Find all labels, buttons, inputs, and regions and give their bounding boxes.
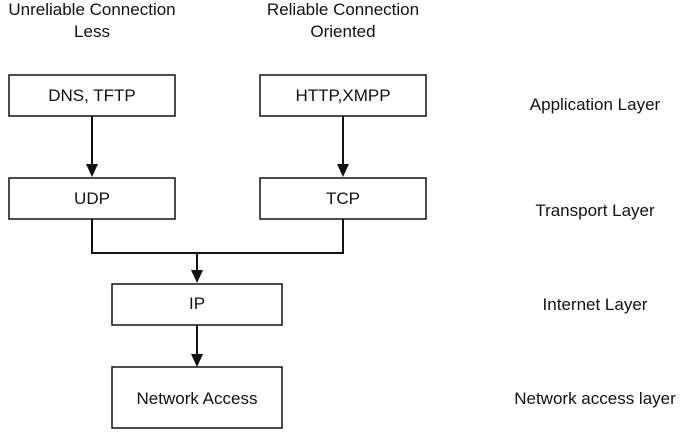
ip-box: IP — [111, 283, 283, 326]
unreliable-heading-line2: Less — [74, 22, 110, 41]
transport-to-ip-connector — [91, 219, 344, 283]
dns-tftp-box: DNS, TFTP — [8, 74, 176, 117]
network-access-layer-label: Network access layer — [514, 389, 676, 408]
network-access-box: Network Access — [111, 366, 283, 429]
internet-layer-label: Internet Layer — [543, 295, 648, 314]
http-xmpp-box: HTTP,XMPP — [259, 74, 427, 117]
ip-label: IP — [189, 294, 205, 313]
http-to-tcp-arrow — [337, 116, 349, 177]
http-xmpp-label: HTTP,XMPP — [295, 86, 390, 105]
dns-to-udp-arrow — [86, 116, 98, 177]
reliable-heading-line2: Oriented — [310, 22, 375, 41]
reliable-heading-line1: Reliable Connection — [267, 0, 419, 19]
ip-to-network-access-arrow — [191, 325, 203, 367]
dns-tftp-label: DNS, TFTP — [48, 86, 136, 105]
application-layer-label: Application Layer — [530, 95, 661, 114]
unreliable-heading-line1: Unreliable Connection — [8, 0, 175, 19]
udp-label: UDP — [74, 189, 110, 208]
tcp-box: TCP — [259, 177, 427, 220]
network-access-label: Network Access — [137, 389, 258, 408]
transport-layer-label: Transport Layer — [535, 201, 655, 220]
tcp-label: TCP — [326, 189, 360, 208]
udp-box: UDP — [8, 177, 176, 220]
